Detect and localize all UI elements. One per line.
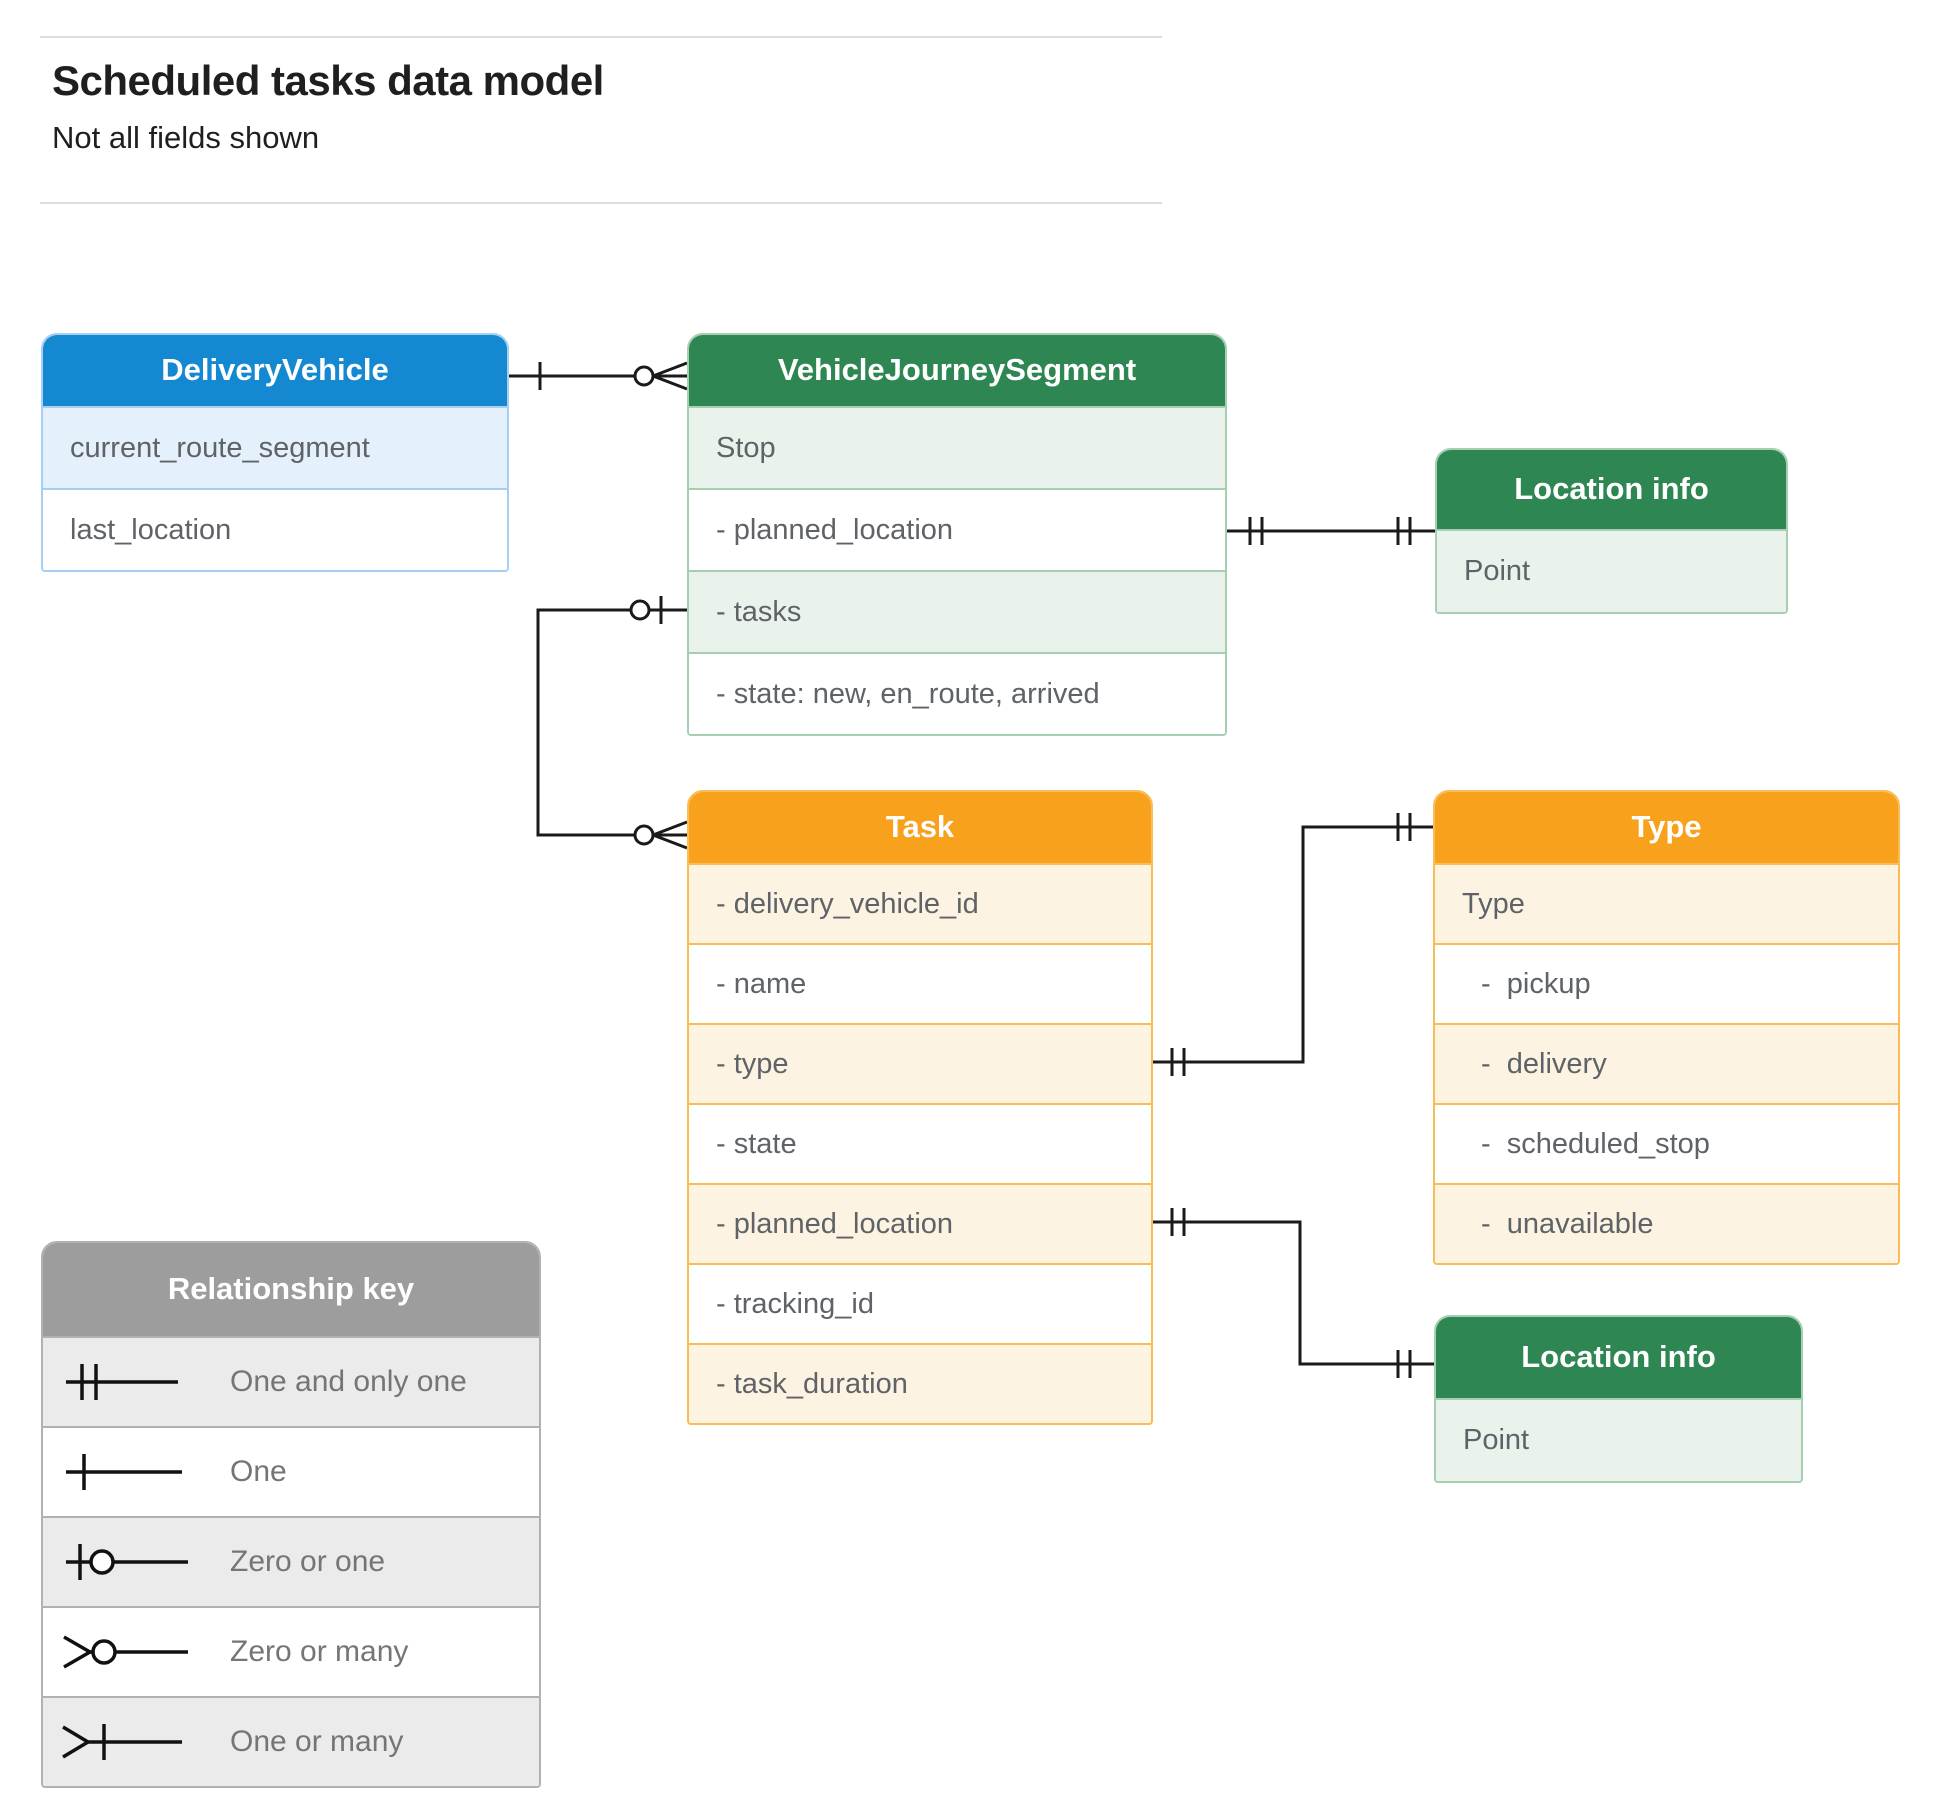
field-row: last_location	[43, 488, 507, 570]
legend-row: One or many	[43, 1696, 539, 1786]
table-title: Type	[1435, 792, 1898, 863]
field-row: - tracking_id	[689, 1263, 1151, 1343]
field-row: - delivery	[1435, 1023, 1898, 1103]
field-row: - planned_location	[689, 1183, 1151, 1263]
field-row: - unavailable	[1435, 1183, 1898, 1263]
one-or-many-symbol	[62, 1724, 182, 1760]
zero-or-one-symbol	[66, 1544, 188, 1580]
field-row: - pickup	[1435, 943, 1898, 1023]
field-row: - name	[689, 943, 1151, 1023]
page-subtitle: Not all fields shown	[52, 120, 320, 155]
divider-line	[40, 36, 1162, 38]
table-title: DeliveryVehicle	[43, 335, 507, 406]
divider-line	[40, 202, 1162, 204]
table-title: VehicleJourneySegment	[689, 335, 1225, 406]
legend-label: One and only one	[230, 1365, 467, 1398]
connector-vehiclejourneysegment-tasks-to-task	[536, 596, 688, 850]
field-row: - state: new, en_route, arrived	[689, 652, 1225, 734]
field-row: - state	[689, 1103, 1151, 1183]
one-and-only-one-symbol	[66, 1364, 178, 1400]
legend-label: Zero or one	[230, 1545, 386, 1578]
table-title: Location info	[1436, 1317, 1801, 1398]
page-title: Scheduled tasks data model	[52, 57, 604, 104]
legend-row: Zero or one	[43, 1516, 539, 1606]
zero-or-many-symbol	[63, 1635, 188, 1669]
field-row: Type	[1435, 863, 1898, 943]
field-row: - scheduled_stop	[1435, 1103, 1898, 1183]
field-row: - task_duration	[689, 1343, 1151, 1423]
legend-row: One and only one	[43, 1336, 539, 1426]
field-row: Stop	[689, 406, 1225, 488]
legend-row: One	[43, 1426, 539, 1516]
field-row: Point	[1436, 1398, 1801, 1481]
entity-table-task: Task- delivery_vehicle_id- name- type- s…	[687, 790, 1153, 1425]
legend-label: One or many	[230, 1725, 404, 1758]
connector-task-plannedlocation-to-locationinfo	[1153, 1208, 1434, 1378]
legend-label: One	[230, 1455, 287, 1488]
field-row: - delivery_vehicle_id	[689, 863, 1151, 943]
connector-deliveryvehicle-to-vehiclejourneysegment	[509, 361, 688, 391]
legend-row: Zero or many	[43, 1606, 539, 1696]
relationship-key-title: Relationship key	[43, 1243, 539, 1336]
legend-label: Zero or many	[230, 1635, 409, 1668]
table-title: Location info	[1437, 450, 1786, 529]
field-row: - type	[689, 1023, 1151, 1103]
table-title: Task	[689, 792, 1151, 863]
field-row: current_route_segment	[43, 406, 507, 488]
one-symbol	[66, 1454, 182, 1490]
connector-task-type-to-type	[1153, 813, 1433, 1076]
field-row: Point	[1437, 529, 1786, 612]
field-row: - planned_location	[689, 488, 1225, 570]
field-row: - tasks	[689, 570, 1225, 652]
connector-vehiclejourneysegment-plannedlocation-to-locationinfo	[1227, 517, 1435, 545]
